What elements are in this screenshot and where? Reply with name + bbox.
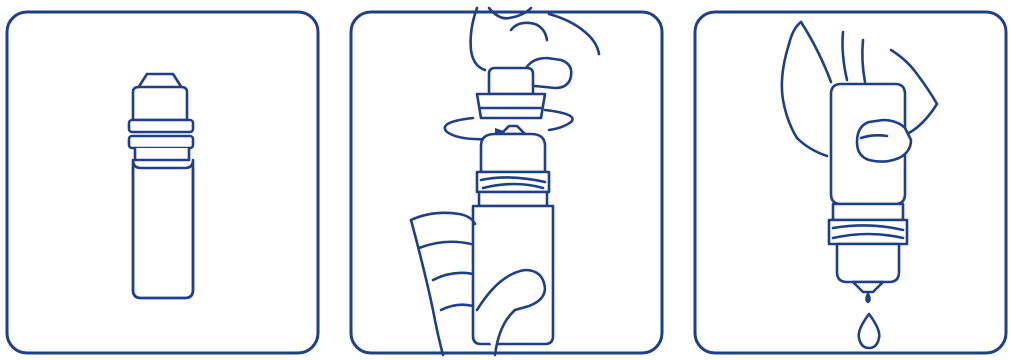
step-2-panel	[349, 10, 664, 355]
bottle-nozzle	[481, 134, 545, 172]
closed-bottle-icon	[5, 10, 320, 355]
bottle-nozzle	[837, 244, 899, 282]
cap-ring-lower	[129, 136, 193, 148]
bottle-neck-band	[833, 204, 903, 220]
bottle-neck	[135, 148, 189, 160]
step-3-panel	[693, 10, 1008, 355]
squeeze-drop-icon	[693, 10, 1008, 355]
bottle-body	[133, 160, 193, 298]
removed-cap-band	[477, 94, 545, 118]
unscrew-cap-icon	[349, 10, 664, 355]
bottle-cap	[133, 87, 187, 120]
bottle-threads	[477, 172, 549, 192]
bottle-neck-band	[479, 192, 547, 206]
removed-cap	[489, 68, 533, 94]
bottle-threads	[829, 220, 907, 244]
step-1-panel	[5, 10, 320, 355]
hand-thumb	[857, 120, 911, 162]
cap-ring-upper	[129, 120, 193, 132]
